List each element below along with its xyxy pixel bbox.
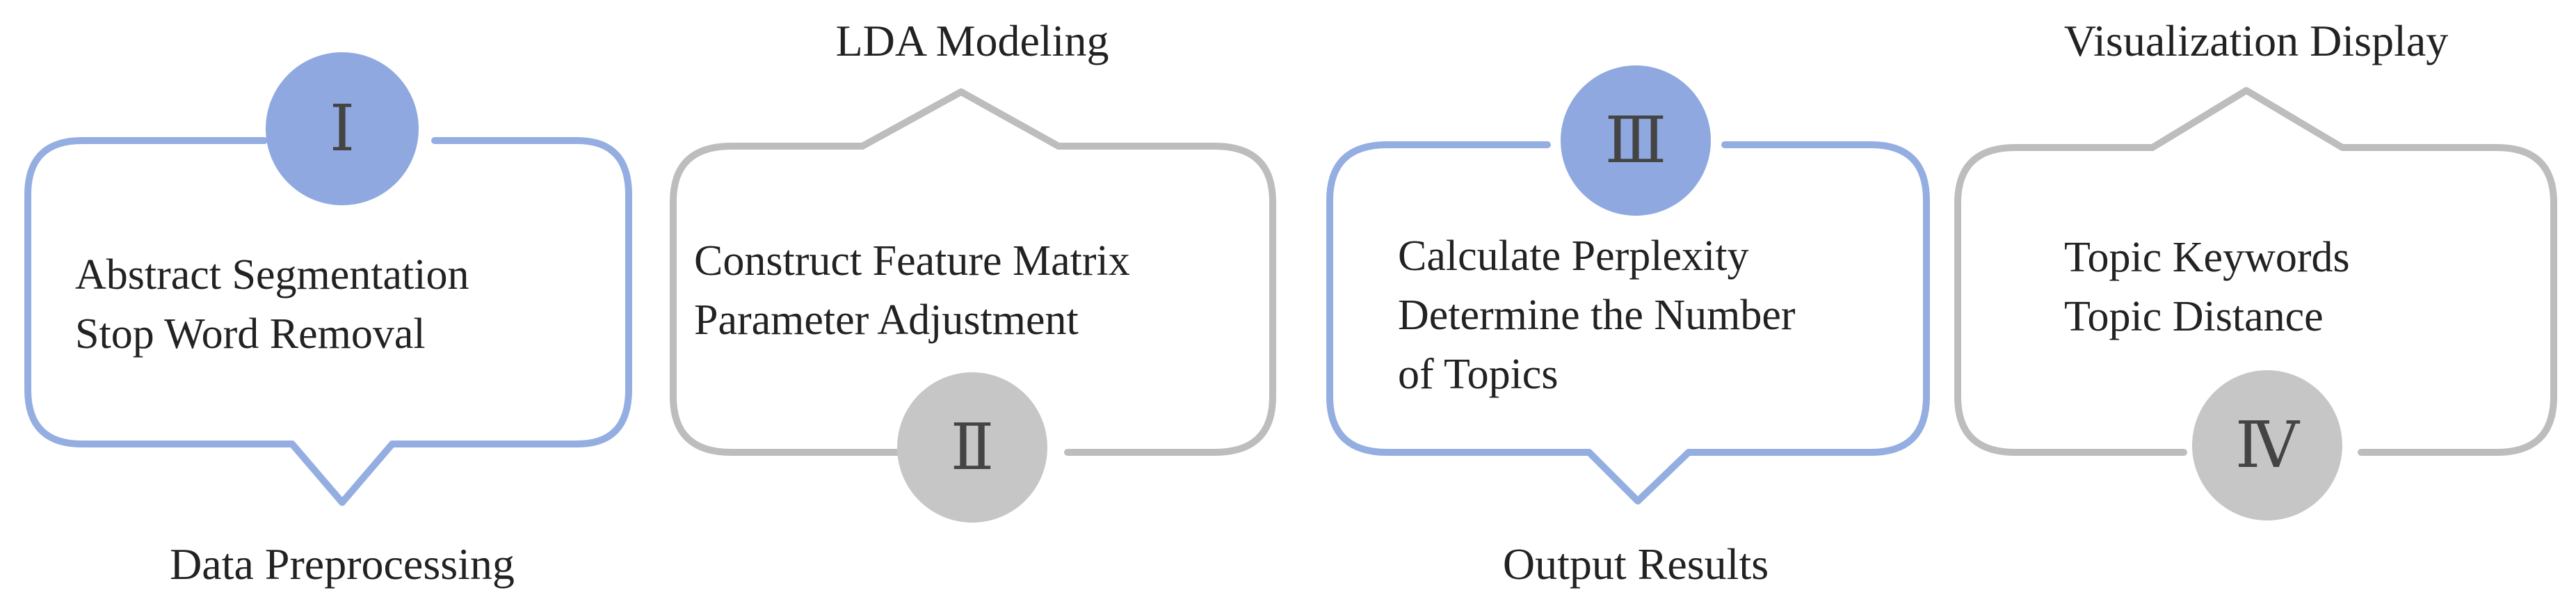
step-3-circle — [1561, 65, 1711, 216]
step-1-circle — [266, 52, 419, 205]
step-4-line-2: Topic Distance — [2064, 293, 2324, 340]
step-1-caption: Data Preprocessing — [170, 539, 515, 589]
step-4: Ⅳ Topic Keywords Topic Distance Visualiz… — [1954, 16, 2557, 521]
step-2-line-2: Parameter Adjustment — [694, 296, 1079, 344]
step-3-numeral: Ⅲ — [1605, 105, 1667, 176]
step-1-line-1: Abstract Segmentation — [75, 251, 469, 299]
step-3-line-1: Calculate Perplexity — [1398, 232, 1748, 280]
step-3-line-3: of Topics — [1398, 351, 1558, 398]
step-4-caption: Visualization Display — [2064, 16, 2449, 65]
step-2-numeral: Ⅱ — [951, 412, 995, 483]
step-2-frame — [670, 88, 1276, 456]
step-2: Ⅱ Construct Feature Matrix Parameter Adj… — [670, 16, 1276, 523]
step-3-frame — [1326, 141, 1930, 505]
step-2-line-1: Construct Feature Matrix — [694, 237, 1130, 285]
step-3: Ⅲ Calculate Perplexity Determine the Num… — [1326, 65, 1930, 589]
step-4-line-1: Topic Keywords — [2064, 234, 2350, 281]
step-2-circle — [897, 372, 1047, 523]
step-3-line-2: Determine the Number — [1398, 292, 1796, 339]
step-4-frame — [1954, 87, 2557, 456]
step-2-caption: LDA Modeling — [836, 16, 1109, 65]
step-1-numeral: Ⅰ — [330, 93, 355, 164]
step-1: Ⅰ Abstract Segmentation Stop Word Remova… — [24, 52, 632, 589]
step-1-frame — [24, 137, 632, 506]
step-4-numeral: Ⅳ — [2235, 410, 2301, 481]
step-3-caption: Output Results — [1503, 539, 1769, 589]
step-4-circle — [2192, 370, 2342, 521]
step-1-line-2: Stop Word Removal — [75, 310, 426, 358]
